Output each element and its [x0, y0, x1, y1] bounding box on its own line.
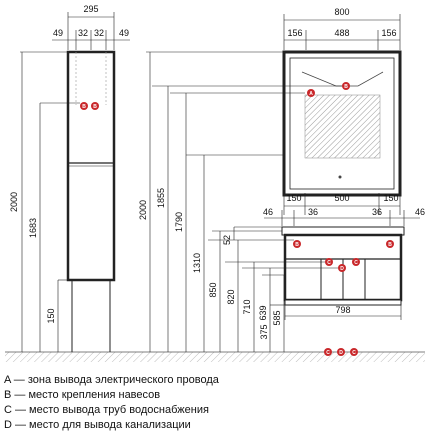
- svg-text:B: B: [93, 104, 97, 110]
- level-820: 820: [226, 289, 236, 304]
- svg-text:C: C: [354, 260, 358, 266]
- marker-c-left: [325, 258, 333, 266]
- mirror: [282, 50, 402, 197]
- level-639: 639: [258, 305, 268, 320]
- svg-text:D: D: [340, 266, 344, 272]
- technical-drawing: 295 49 32 32 49 B B 2000 1683 150: [5, 4, 425, 362]
- marker-b-vanity-left: [293, 240, 301, 248]
- legend-b: B — место крепления навесов: [4, 389, 161, 401]
- column-vertical-dimensions: 2000 1683 150: [9, 51, 68, 352]
- mirror-bottom-dimension: 150 500 150: [283, 193, 401, 215]
- level-710: 710: [242, 299, 252, 314]
- mirror-top-seg-1: 156: [287, 28, 302, 38]
- legend: A — зона вывода электрического провода B…: [4, 373, 434, 433]
- column-height-label: 2000: [9, 192, 19, 212]
- level-1790: 1790: [174, 212, 184, 232]
- mirror-bottom-seg-3: 150: [383, 193, 398, 203]
- legend-d: D — место для вывода канализации: [4, 419, 191, 431]
- level-1310: 1310: [192, 253, 202, 273]
- svg-text:C: C: [352, 350, 356, 356]
- column-top-segments: 49 32 32 49: [52, 28, 130, 50]
- svg-text:C: C: [327, 260, 331, 266]
- mirror-bottom-seg-1: 150: [286, 193, 301, 203]
- column-width-dimension: 295: [67, 4, 115, 50]
- svg-text:C: C: [326, 350, 330, 356]
- legend-c: C — место вывода труб водоснабжения: [4, 404, 209, 416]
- marker-c-floor-left: [324, 348, 332, 356]
- svg-text:B: B: [388, 242, 392, 248]
- vanity-dimensions: 46 36 36 46 798 52: [222, 207, 425, 320]
- marker-c-floor-right: [350, 348, 358, 356]
- mirror-markers: A B: [152, 82, 350, 97]
- vanity-markers: B B C C D: [208, 239, 394, 272]
- vanity-right-seg-1: 36: [372, 207, 382, 217]
- level-375: 375: [259, 324, 269, 339]
- column-bottom-label: 150: [46, 308, 56, 323]
- marker-b-vanity-right: [386, 240, 394, 248]
- mirror-width-label: 800: [334, 7, 349, 17]
- column-width-label: 295: [83, 4, 98, 14]
- mirror-width-dimension: 800 156 488 156: [283, 7, 401, 50]
- legend-a: A — зона вывода электрического провода: [4, 374, 219, 386]
- vanity-offset-label: 52: [222, 235, 232, 245]
- vanity-width-label: 798: [335, 305, 350, 315]
- marker-c-right: [352, 258, 360, 266]
- column-shelf-label: 1683: [28, 218, 38, 238]
- marker-b-mirror: [342, 82, 350, 90]
- column-cabinet: [66, 50, 116, 352]
- column-seg-1: 49: [53, 28, 63, 38]
- marker-a: [307, 89, 315, 97]
- level-1855: 1855: [156, 188, 166, 208]
- floor-markers: C D C: [324, 348, 358, 356]
- column-seg-4: 49: [119, 28, 129, 38]
- mirror-bottom-seg-2: 500: [334, 193, 349, 203]
- vanity-left-seg-1: 46: [263, 207, 273, 217]
- svg-text:D: D: [339, 350, 343, 356]
- marker-b-left: [80, 102, 88, 110]
- column-seg-3: 32: [94, 28, 104, 38]
- level-dimensions: 2000 1855 1790 1310 850 820 710 639 585 …: [138, 51, 285, 352]
- column-markers: B B: [40, 102, 99, 110]
- level-2000: 2000: [138, 200, 148, 220]
- svg-text:B: B: [295, 242, 299, 248]
- svg-text:A: A: [309, 91, 313, 97]
- level-850: 850: [208, 282, 218, 297]
- floor: [5, 351, 425, 362]
- marker-d-floor: [337, 348, 345, 356]
- marker-d: [338, 264, 346, 272]
- column-seg-2: 32: [78, 28, 88, 38]
- mirror-top-seg-2: 488: [334, 28, 349, 38]
- vanity-left-seg-2: 36: [308, 207, 318, 217]
- vanity-right-seg-2: 46: [415, 207, 425, 217]
- svg-text:B: B: [82, 104, 86, 110]
- level-585: 585: [272, 310, 282, 325]
- svg-text:B: B: [344, 84, 348, 90]
- mirror-top-seg-3: 156: [381, 28, 396, 38]
- marker-b-right: [91, 102, 99, 110]
